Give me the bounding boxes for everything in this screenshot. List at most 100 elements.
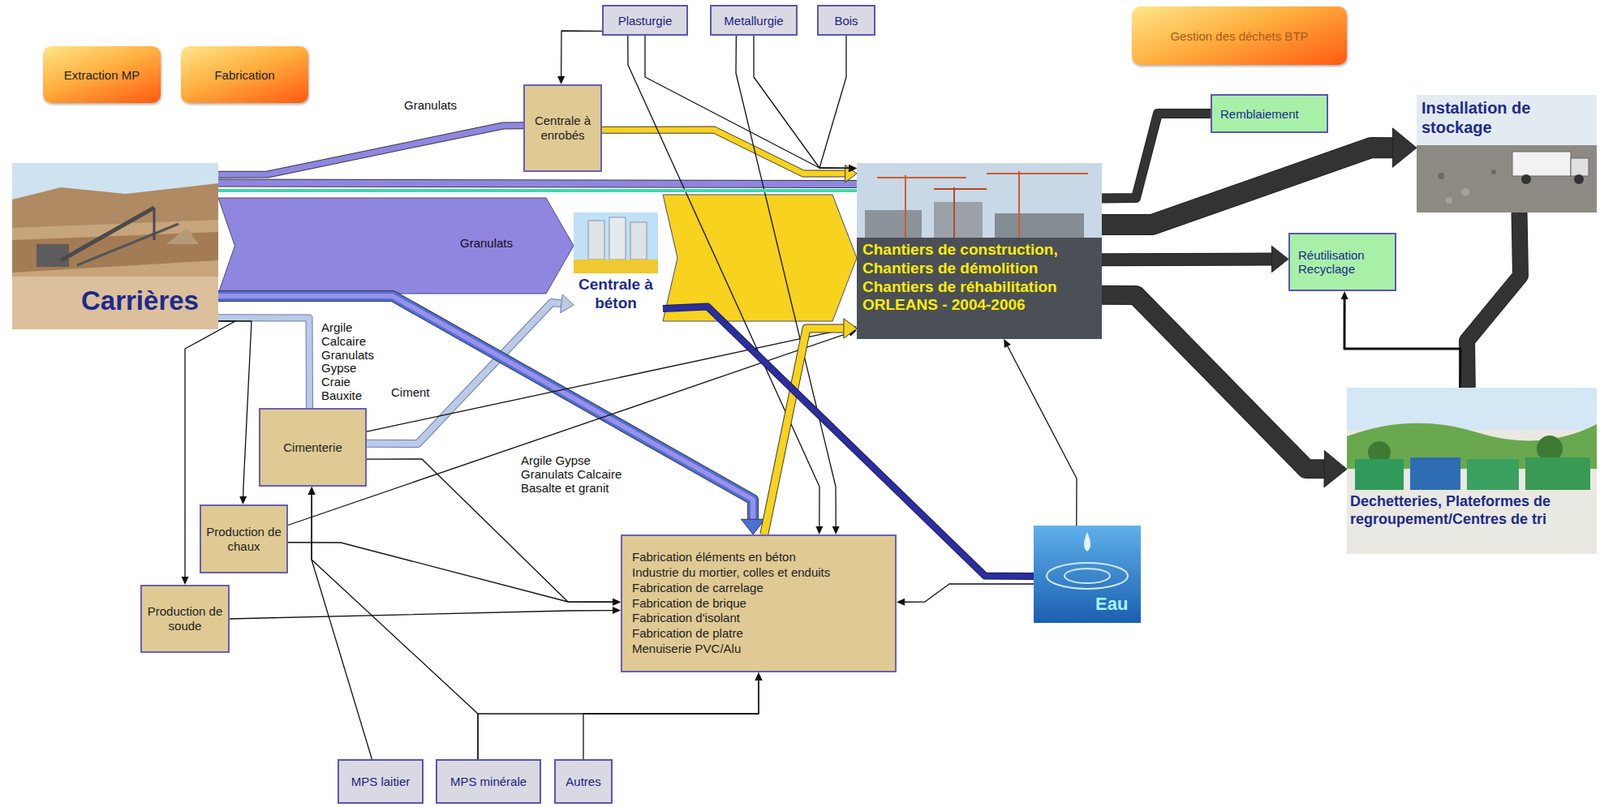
node-text: Extraction MP: [64, 68, 140, 82]
node-text: Menuiserie PVC/Alu: [632, 641, 741, 658]
source-box: MPS minérale: [435, 759, 542, 805]
sector-box: Plasturgie: [602, 4, 689, 36]
illustration-part: [1354, 459, 1404, 491]
arrow-head: [612, 598, 621, 607]
illustration-part: [1491, 169, 1497, 175]
arrow-head: [1003, 339, 1011, 349]
band-outline: [218, 318, 310, 409]
outlet-box: Réutilisation Recyclage: [1288, 232, 1397, 292]
flow-line: [311, 494, 478, 761]
node-text: Fabrication: [214, 68, 275, 82]
illustration-part: [1018, 171, 1020, 238]
arrow-head: [181, 576, 190, 585]
flow-line: [366, 328, 851, 433]
flow-line: [561, 30, 603, 78]
illustration-part: [904, 175, 907, 238]
band-outline: [1101, 295, 1328, 469]
flow-connector: [308, 486, 478, 760]
node-text: ORLEANS - 2004-2006: [862, 296, 1059, 315]
flow-connector: [735, 35, 840, 535]
flow-connector: [229, 606, 621, 620]
process-box: Production de chaux: [199, 504, 289, 574]
photo-caption: Eau: [1095, 593, 1128, 616]
flow-line: [1344, 297, 1461, 388]
arrow-head: [815, 526, 823, 535]
flow-connector: [1101, 128, 1417, 225]
flow-connector: [1101, 295, 1347, 488]
band-outline: [1101, 113, 1211, 198]
arrow-head: [1392, 128, 1417, 168]
illustration-part: [856, 163, 1102, 238]
stage-badge: Extraction MP: [43, 46, 161, 104]
node-text: Centrale à béton: [573, 275, 659, 314]
photo-caption: Centrale à béton: [573, 275, 659, 314]
arrow-head: [560, 294, 574, 314]
illustration-part: [1416, 94, 1597, 146]
arrow-head: [557, 76, 565, 85]
illustration-part: [1437, 172, 1445, 180]
node-text: Centrale à enrobés: [529, 113, 596, 143]
source-box: Autres: [554, 759, 613, 805]
process-box: Fabrication éléments en bétonIndustrie d…: [620, 534, 897, 673]
flow-band: [1466, 212, 1521, 388]
arrow-head: [845, 164, 857, 182]
flow-label: Granulats: [402, 98, 459, 113]
arrow-head: [896, 598, 905, 607]
illustration-part: [1046, 563, 1128, 590]
flow-line: [288, 542, 615, 603]
sector-box: Metallurgie: [709, 4, 798, 36]
flow-label: Argile Calcaire Granulats Gypse Craie Ba…: [319, 321, 376, 404]
illustration-part: [1416, 94, 1597, 213]
arrow-head: [612, 598, 621, 607]
illustration-part: [573, 259, 659, 274]
node-text: Autres: [565, 774, 601, 789]
arrow-head: [848, 164, 857, 173]
flow-connector: [627, 35, 824, 535]
flow-label: Ciment: [389, 386, 432, 400]
flow-band: [218, 197, 574, 294]
illustration-part: [1521, 174, 1532, 185]
band-outline: [218, 183, 857, 185]
illustration-part: [1525, 457, 1591, 491]
flow-line: [477, 679, 759, 761]
flow-line: [903, 584, 1034, 603]
flow-band: [1101, 295, 1328, 469]
arrow-head: [308, 486, 316, 495]
flow-connector: [896, 584, 1034, 607]
photo-node: Chantiers de construction,Chantiers de d…: [856, 163, 1102, 340]
process-box: Production de soude: [140, 584, 230, 654]
illustration-part: [1461, 188, 1470, 197]
node-text: Fabrication de carrelage: [632, 580, 764, 597]
flow-connector: [819, 35, 857, 173]
quarry-photo: [12, 163, 219, 330]
illustration-part: [933, 202, 983, 238]
arrow-head: [1271, 245, 1289, 272]
flow-label: Argile Gypse Granulats Calcaire Basalte …: [519, 454, 624, 495]
flow-band: [602, 129, 848, 174]
illustration-part: [1346, 387, 1597, 431]
node-text: Installation de stockage: [1421, 98, 1568, 138]
flow-connector: [218, 296, 766, 535]
flow-line: [229, 610, 615, 620]
flow-connector: [218, 318, 310, 409]
node-text: Fabrication de platre: [632, 626, 744, 642]
illustration-part: [77, 223, 179, 266]
node-text: Eau: [1095, 593, 1128, 616]
arrow-head: [755, 672, 763, 681]
process-box: Centrale à enrobés: [523, 84, 603, 173]
flow-stripe: [218, 189, 857, 193]
illustration-part: [12, 276, 219, 330]
flow-connector: [1003, 339, 1077, 526]
water-photo: [1033, 525, 1141, 624]
node-text: Plasturgie: [618, 13, 673, 28]
node-text: Réutilisation Recyclage: [1298, 248, 1387, 276]
flow-band: [662, 194, 857, 322]
illustration-part: [1033, 525, 1141, 624]
illustration-part: [856, 163, 1102, 340]
source-box: MPS laitier: [337, 759, 424, 805]
node-text: Chantiers de réhabilitation: [862, 278, 1059, 297]
flow-connector: [583, 672, 763, 760]
flow-line: [583, 679, 759, 761]
